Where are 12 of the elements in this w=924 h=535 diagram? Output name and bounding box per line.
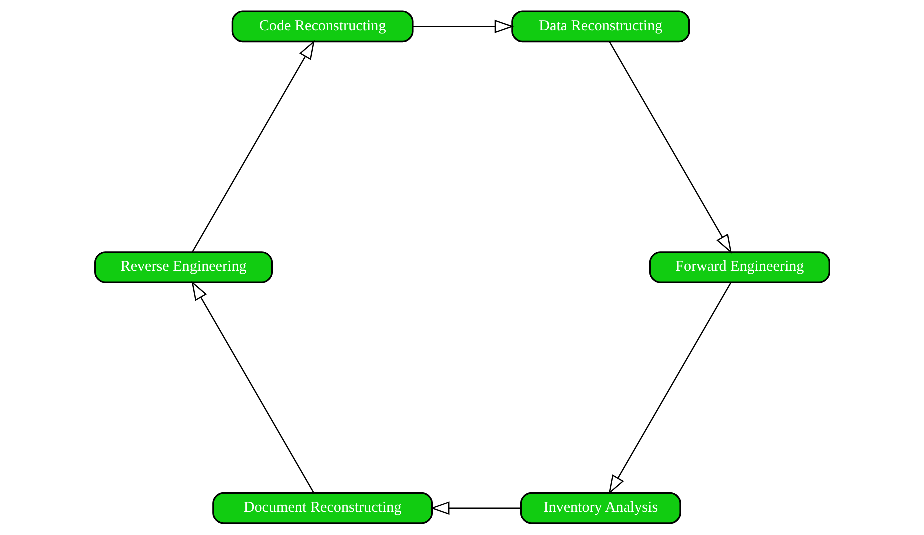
arrow xyxy=(412,20,514,34)
node-box: Code Reconstructing xyxy=(231,10,414,43)
node-box: Reverse Engineering xyxy=(94,252,273,284)
arrow xyxy=(192,40,314,252)
arrow xyxy=(608,282,732,495)
node-box: Inventory Analysis xyxy=(520,492,681,524)
arrow xyxy=(608,42,732,254)
node-box: Data Reconstructing xyxy=(511,10,690,43)
arrow xyxy=(430,502,521,516)
node-box: Forward Engineering xyxy=(648,252,830,284)
arrow xyxy=(191,281,314,494)
node-box: Document Reconstructing xyxy=(212,492,433,524)
